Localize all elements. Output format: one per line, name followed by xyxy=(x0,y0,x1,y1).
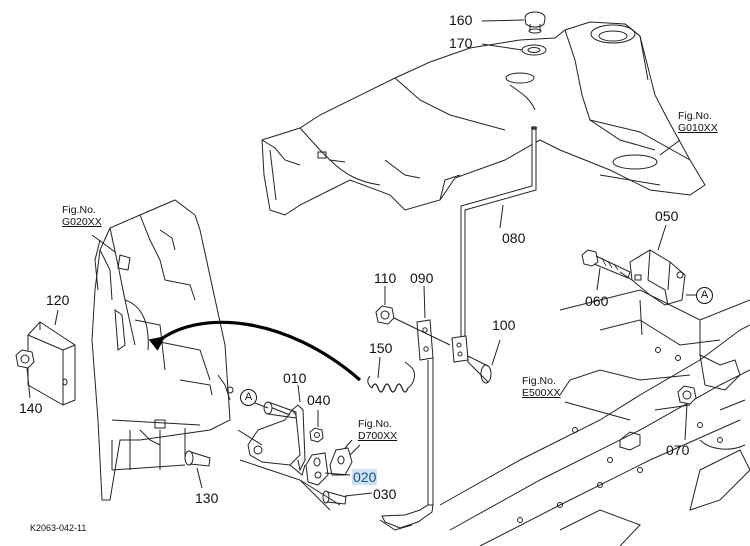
label-080: 080 xyxy=(502,230,526,246)
cable-illustration xyxy=(159,320,362,382)
fig-ref-g020[interactable]: Fig.No. G020XX xyxy=(62,204,102,228)
label-120: 120 xyxy=(46,292,70,308)
label-130: 130 xyxy=(195,490,219,506)
label-110: 110 xyxy=(374,270,397,286)
bracket-050-illustration xyxy=(619,249,686,306)
left-frame-illustration xyxy=(91,199,234,501)
fig-ref-d700-code[interactable]: D700XX xyxy=(358,430,398,442)
fig-ref-g010-code[interactable]: G010XX xyxy=(678,122,718,134)
knob-160-illustration xyxy=(524,11,546,34)
link-plate-illustration xyxy=(451,335,469,363)
fig-ref-e500-prefix: Fig.No. xyxy=(522,375,556,387)
plate-120-illustration xyxy=(27,321,76,406)
main-frame-illustration xyxy=(439,289,750,546)
bolt-130-illustration xyxy=(184,450,211,467)
label-140: 140 xyxy=(19,400,43,416)
washer-110-illustration xyxy=(375,305,395,325)
label-060: 060 xyxy=(585,293,609,309)
plate-020-illustration xyxy=(305,447,353,486)
label-070: 070 xyxy=(666,442,690,458)
fig-ref-d700-prefix: Fig.No. xyxy=(358,418,392,430)
label-030: 030 xyxy=(373,486,397,502)
fig-ref-g010[interactable]: Fig.No. G010XX xyxy=(678,110,718,134)
grommet-170-illustration xyxy=(521,44,547,56)
callout-a-right: A xyxy=(696,287,713,304)
label-090: 090 xyxy=(410,270,434,286)
spring-150-illustration xyxy=(367,361,415,393)
label-160: 160 xyxy=(449,12,473,28)
label-010: 010 xyxy=(283,370,307,386)
fig-ref-g020-prefix: Fig.No. xyxy=(62,204,96,216)
drawing-code: K2063-042-11 xyxy=(30,523,87,533)
lever-010-illustration xyxy=(247,401,306,476)
nut-140-illustration xyxy=(15,349,35,369)
callout-a-left: A xyxy=(240,389,257,406)
label-020[interactable]: 020 xyxy=(352,469,378,485)
lever-090-illustration xyxy=(379,319,434,531)
label-050: 050 xyxy=(655,208,679,224)
pin-100-illustration xyxy=(467,355,492,384)
label-040: 040 xyxy=(307,392,331,408)
washer-070-illustration xyxy=(677,385,697,405)
label-170: 170 xyxy=(449,35,473,51)
fig-ref-g010-prefix: Fig.No. xyxy=(678,110,712,122)
fig-ref-d700[interactable]: Fig.No. D700XX xyxy=(358,418,397,442)
label-150: 150 xyxy=(369,340,393,356)
label-100: 100 xyxy=(492,317,516,333)
fig-ref-g020-code[interactable]: G020XX xyxy=(62,216,102,228)
bolt-060-illustration xyxy=(581,249,631,279)
fender-cover-illustration xyxy=(261,21,706,216)
fig-ref-e500[interactable]: Fig.No. E500XX xyxy=(522,375,561,399)
nut-040-illustration xyxy=(309,427,324,443)
fig-ref-e500-code[interactable]: E500XX xyxy=(522,387,561,399)
